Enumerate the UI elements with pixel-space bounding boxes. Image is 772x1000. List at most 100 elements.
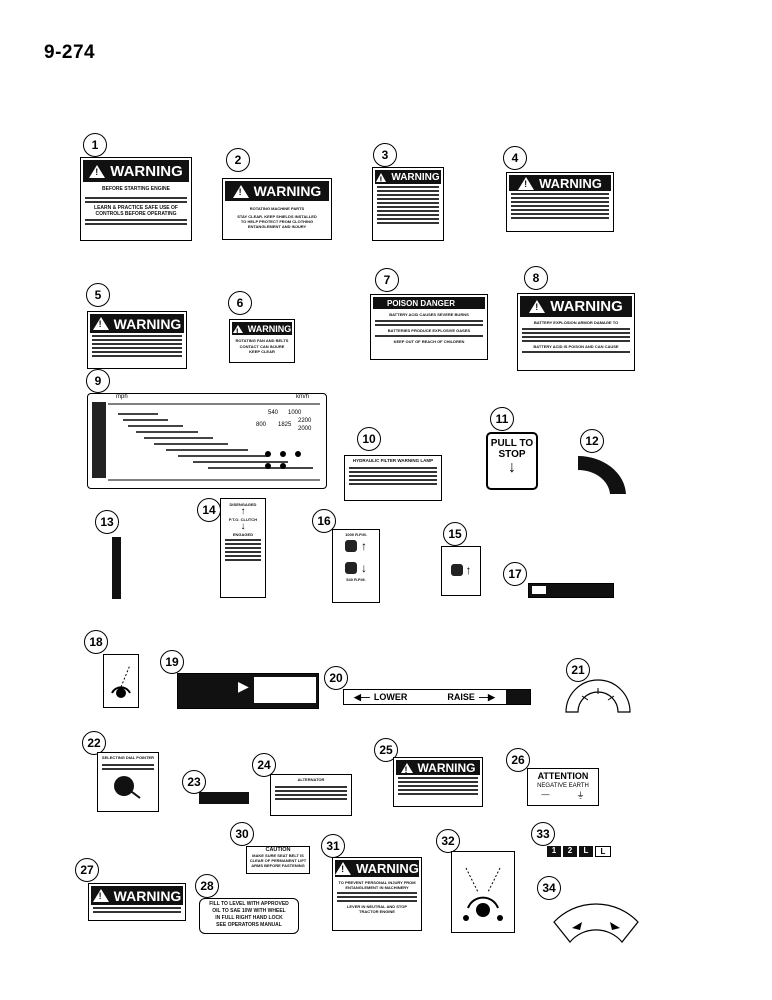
decal-5: WARNING — [87, 311, 187, 369]
arrow-up-icon: ↑ — [361, 539, 367, 553]
decal-4: WARNING — [506, 172, 614, 232]
speed-unit-kmh: km/h — [296, 394, 310, 400]
decal-10: HYDRAULIC FILTER WARNING LAMP — [344, 455, 442, 501]
callout-21: 21 — [566, 658, 590, 682]
arrow-down-icon: ↓ — [361, 561, 367, 575]
arrow-down-icon: ↓ — [508, 459, 516, 476]
callout-4: 4 — [503, 146, 527, 170]
decal-32 — [451, 851, 515, 933]
decal-9-speed-chart: mph km/h 540 1000 800 1825 2200 2000 — [87, 393, 327, 489]
decal-19-hitch-panel: ▶ — [177, 673, 319, 709]
warning-icon — [529, 300, 546, 313]
callout-18: 18 — [84, 630, 108, 654]
warning-icon — [232, 324, 243, 337]
speed-unit-mph: mph — [116, 394, 128, 400]
rpm-label: 540 — [268, 410, 279, 416]
decal-17-strip — [528, 583, 614, 598]
decal-2: WARNING ROTATING MACHINE PARTS STAY CLEA… — [222, 178, 332, 240]
decal-16: 1000 R.P.M. ↑ ↓ 540 R.P.M. — [332, 529, 380, 603]
callout-19: 19 — [160, 650, 184, 674]
decal-14-pto: DISENGAGED ↑ P.T.O. CLUTCH ↓ ENGAGED — [220, 498, 266, 598]
callout-2: 2 — [226, 148, 250, 172]
callout-28: 28 — [195, 874, 219, 898]
callout-6: 6 — [228, 291, 252, 315]
dial-icon — [111, 664, 131, 698]
decal-13-strip — [112, 537, 121, 599]
decal-33-gear-strip: 1 2 L L — [547, 846, 611, 857]
callout-34: 34 — [537, 876, 561, 900]
decal-15: ↑ — [441, 546, 481, 596]
callout-23: 23 — [182, 770, 206, 794]
decal-23-strip — [199, 792, 249, 804]
rpm-label: 800 — [256, 422, 267, 428]
arrow-up-icon: ↑ — [465, 563, 472, 577]
decal-1: WARNING BEFORE STARTING ENGINE LEARN & P… — [80, 157, 192, 241]
warning-icon — [518, 176, 535, 190]
callout-17: 17 — [503, 562, 527, 586]
decal-20-lower-raise: ◀— LOWER RAISE —▶ — [343, 689, 531, 705]
decal-27: WARNING — [88, 883, 186, 921]
pto-icon — [345, 540, 357, 552]
decal-28: FILL TO LEVEL WITH APPROVED OIL TO SAE 1… — [199, 898, 299, 934]
page-number: 9-274 — [44, 42, 96, 63]
callout-9: 9 — [86, 369, 110, 393]
arrow-left-icon: ◀— — [354, 691, 370, 702]
callout-12: 12 — [580, 429, 604, 453]
dial-pointer-icon — [114, 776, 141, 799]
decal-3: WARNING — [372, 167, 444, 241]
warning-icon — [92, 889, 109, 902]
decal-11-pull-to-stop: PULL TO STOP ↓ — [486, 432, 538, 490]
callout-10: 10 — [357, 427, 381, 451]
decal-6: WARNING ROTATING FAN AND BELTS CONTACT C… — [229, 319, 295, 363]
earth-icons: —⏚ — [541, 790, 585, 800]
arrow-right-icon: —▶ — [478, 691, 495, 702]
callout-7: 7 — [375, 268, 399, 292]
arrow-right-icon: ▶ — [238, 678, 249, 694]
decal-30-caution: CAUTION MAKE SURE SEAT BELT IS CLEAR OF … — [246, 846, 310, 874]
callout-8: 8 — [524, 266, 548, 290]
callout-30: 30 — [230, 822, 254, 846]
callout-15: 15 — [443, 522, 467, 546]
callout-27: 27 — [75, 858, 99, 882]
decal-21-gauge — [565, 679, 631, 713]
decal-22: SELECTING DIAL POINTER — [97, 752, 159, 812]
decal-25: WARNING — [393, 757, 483, 807]
decal-26-negative-earth: ATTENTION NEGATIVE EARTH —⏚ — [527, 768, 599, 806]
decal-34-arc — [553, 903, 639, 943]
decal-18 — [103, 654, 139, 708]
decal-24: ALTERNATOR — [270, 774, 352, 816]
warning-icon — [335, 862, 352, 875]
rpm-label: 2000 — [298, 426, 312, 432]
callout-26: 26 — [506, 748, 530, 772]
callout-32: 32 — [436, 829, 460, 853]
decal-12-curved-strip — [578, 455, 626, 494]
callout-33: 33 — [531, 822, 555, 846]
callout-3: 3 — [373, 143, 397, 167]
callout-13: 13 — [95, 510, 119, 534]
decal-7: POISON DANGER BATTERY ACID CAUSES SEVERE… — [370, 294, 488, 360]
callout-5: 5 — [86, 283, 110, 307]
rpm-label: 1825 — [278, 422, 292, 428]
callout-24: 24 — [252, 753, 276, 777]
callout-22: 22 — [82, 731, 106, 755]
callout-1: 1 — [83, 133, 107, 157]
warning-icon — [92, 317, 109, 330]
arrow-down-icon: ↓ — [240, 521, 246, 532]
callout-14: 14 — [197, 498, 221, 522]
warning-icon — [89, 164, 106, 178]
rpm-label: 2200 — [298, 418, 312, 424]
decal-31: WARNING TO PREVENT PERSONAL INJURY FROM … — [332, 857, 422, 931]
pto-icon — [345, 562, 357, 574]
warning-icon — [400, 762, 413, 775]
callout-20: 20 — [324, 666, 348, 690]
arrow-up-icon: ↑ — [240, 506, 246, 517]
warning-icon — [232, 184, 249, 198]
callout-31: 31 — [321, 834, 345, 858]
pto-icon — [450, 564, 463, 576]
callout-11: 11 — [490, 407, 514, 431]
dial-icon — [463, 867, 503, 921]
speed-chart-graphic — [92, 402, 320, 481]
decal-8: WARNING BATTERY EXPLOSION ARMOR DAMAGE T… — [517, 293, 635, 371]
rpm-label: 1000 — [288, 410, 302, 416]
warning-icon — [376, 172, 387, 185]
